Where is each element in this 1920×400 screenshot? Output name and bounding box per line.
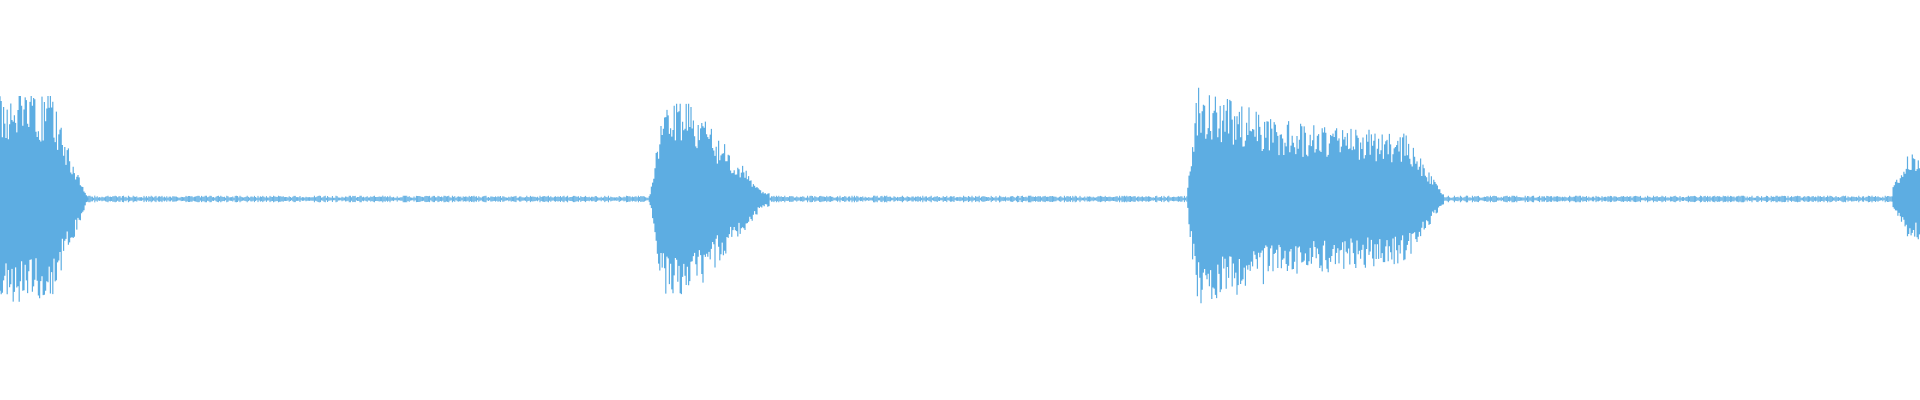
waveform-burst-4 (1892, 154, 1920, 240)
waveform-bursts (0, 87, 1920, 304)
waveform-burst-1 (0, 96, 89, 302)
waveform-burst-3 (1187, 87, 1444, 304)
waveform-noise-floor (0, 195, 1920, 203)
waveform-burst-2 (649, 103, 770, 295)
noise-floor-trace (0, 195, 1920, 203)
